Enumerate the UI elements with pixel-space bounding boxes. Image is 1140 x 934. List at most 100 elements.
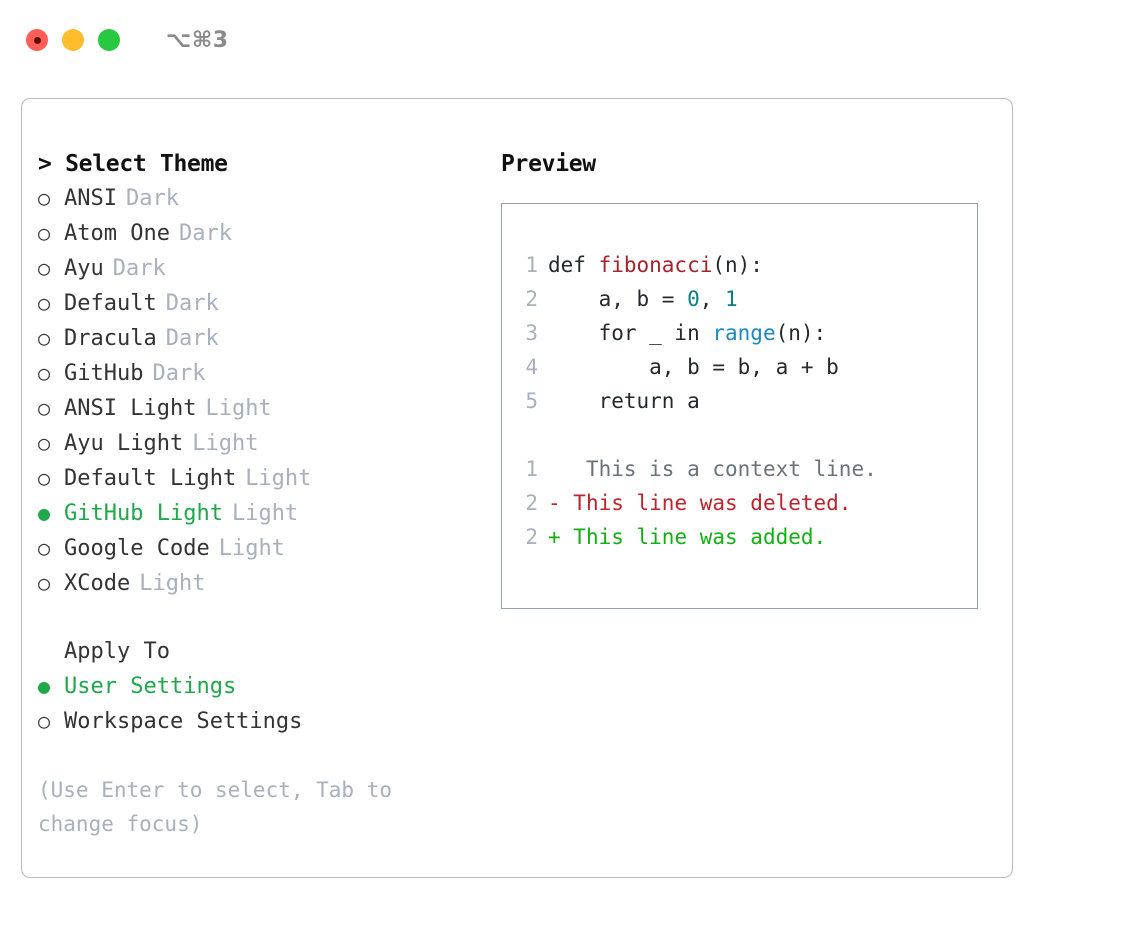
apply-to-option[interactable]: ○ Workspace Settings xyxy=(38,704,488,739)
theme-option-label: GitHub Light xyxy=(64,501,223,526)
theme-option-label: ANSI xyxy=(64,186,117,211)
theme-option[interactable]: ○ ANSI Dark xyxy=(38,181,488,216)
code-token: a, b = b, a + b xyxy=(548,355,839,379)
theme-option[interactable]: ○ Default Dark xyxy=(38,286,488,321)
radio-unselected-icon: ○ xyxy=(38,431,51,455)
diff-text: This line was deleted. xyxy=(560,491,852,515)
spacer xyxy=(516,418,977,452)
theme-option[interactable]: ● GitHub Light Light xyxy=(38,496,488,531)
line-number: 4 xyxy=(525,355,538,379)
theme-option-label: Atom One xyxy=(64,221,170,246)
radio-unselected-icon: ○ xyxy=(38,326,51,350)
code-token: for _ in xyxy=(548,321,713,345)
code-token: 1 xyxy=(725,287,738,311)
keyboard-shortcut-label: ⌥⌘3 xyxy=(166,27,229,53)
radio-unselected-icon: ○ xyxy=(38,536,51,560)
theme-option-tag: Dark xyxy=(165,291,219,316)
theme-option[interactable]: ○ Google Code Light xyxy=(38,531,488,566)
radio-unselected-icon: ○ xyxy=(38,291,51,315)
radio-unselected-icon: ○ xyxy=(38,186,51,210)
close-window-icon[interactable] xyxy=(26,29,48,51)
code-token: a, b = xyxy=(548,287,688,311)
radio-selected-icon: ● xyxy=(38,501,51,525)
theme-option-tag: Dark xyxy=(112,256,166,281)
theme-option-label: Default xyxy=(64,291,157,316)
diff-marker: - xyxy=(548,491,561,515)
line-number: 2 xyxy=(525,287,538,311)
code-line: 5 return a xyxy=(516,384,977,418)
apply-to-list: ● User Settings ○ Workspace Settings xyxy=(38,669,488,739)
diff-sample: 1 This is a context line.2- This line wa… xyxy=(516,452,977,554)
code-line: 3 for _ in range(n): xyxy=(516,316,977,350)
diff-line: 2- This line was deleted. xyxy=(516,486,977,520)
apply-to-option-label: User Settings xyxy=(64,674,237,699)
theme-option-label: Google Code xyxy=(64,536,210,561)
radio-selected-icon: ● xyxy=(38,674,51,698)
theme-option-label: XCode xyxy=(64,571,131,596)
theme-option-tag: Light xyxy=(139,571,206,596)
theme-option-tag: Light xyxy=(192,431,259,456)
diff-text: This is a context line. xyxy=(560,457,877,481)
line-number: 3 xyxy=(525,321,538,345)
preview-heading: Preview xyxy=(501,151,596,177)
line-number: 1 xyxy=(525,253,538,277)
theme-option-tag: Dark xyxy=(125,186,179,211)
theme-option-tag: Light xyxy=(245,466,312,491)
apply-to-heading: Apply To xyxy=(64,639,170,664)
code-token: , xyxy=(699,287,726,311)
diff-marker: + xyxy=(548,525,561,549)
code-token: (n): xyxy=(775,321,827,345)
theme-option-tag: Dark xyxy=(152,361,206,386)
diff-text: This line was added. xyxy=(560,525,827,549)
theme-option-tag: Light xyxy=(218,536,285,561)
maximize-window-icon[interactable] xyxy=(98,29,120,51)
theme-option-label: Default Light xyxy=(64,466,237,491)
keyboard-hint: (Use Enter to select, Tab to change focu… xyxy=(38,778,393,836)
diff-line: 1 This is a context line. xyxy=(516,452,977,486)
minimize-window-icon[interactable] xyxy=(62,29,84,51)
diff-marker xyxy=(548,457,561,481)
radio-unselected-icon: ○ xyxy=(38,709,51,733)
diff-line: 2+ This line was added. xyxy=(516,520,977,554)
radio-unselected-icon: ○ xyxy=(38,466,51,490)
line-number: 1 xyxy=(525,457,538,481)
theme-option-label: Ayu Light xyxy=(64,431,184,456)
apply-to-option-label: Workspace Settings xyxy=(64,709,303,734)
theme-option-label: GitHub xyxy=(64,361,144,386)
select-theme-heading: > Select Theme xyxy=(38,147,488,181)
window-controls xyxy=(26,29,120,51)
theme-option-label: Dracula xyxy=(64,326,157,351)
title-bar: ⌥⌘3 xyxy=(0,0,1140,80)
theme-option-tag: Light xyxy=(231,501,299,526)
theme-option[interactable]: ○ Dracula Dark xyxy=(38,321,488,356)
radio-unselected-icon: ○ xyxy=(38,221,51,245)
line-number: 2 xyxy=(525,491,538,515)
theme-option[interactable]: ○ Ayu Light Light xyxy=(38,426,488,461)
radio-unselected-icon: ○ xyxy=(38,256,51,280)
theme-option-tag: Dark xyxy=(165,326,219,351)
code-token: fibonacci xyxy=(598,253,713,277)
code-line: 4 a, b = b, a + b xyxy=(516,350,977,384)
code-token: return a xyxy=(548,389,700,413)
theme-option-label: Ayu xyxy=(64,256,104,281)
apply-to-option[interactable]: ● User Settings xyxy=(38,669,488,704)
spacer xyxy=(38,601,488,635)
code-token: range xyxy=(712,321,776,345)
theme-option[interactable]: ○ GitHub Dark xyxy=(38,356,488,391)
theme-option-label: ANSI Light xyxy=(64,396,197,421)
theme-option[interactable]: ○ Ayu Dark xyxy=(38,251,488,286)
radio-unselected-icon: ○ xyxy=(38,361,51,385)
page-title: Select Theme xyxy=(65,151,228,177)
code-token: (n): xyxy=(712,253,763,277)
theme-option[interactable]: ○ Default Light Light xyxy=(38,461,488,496)
